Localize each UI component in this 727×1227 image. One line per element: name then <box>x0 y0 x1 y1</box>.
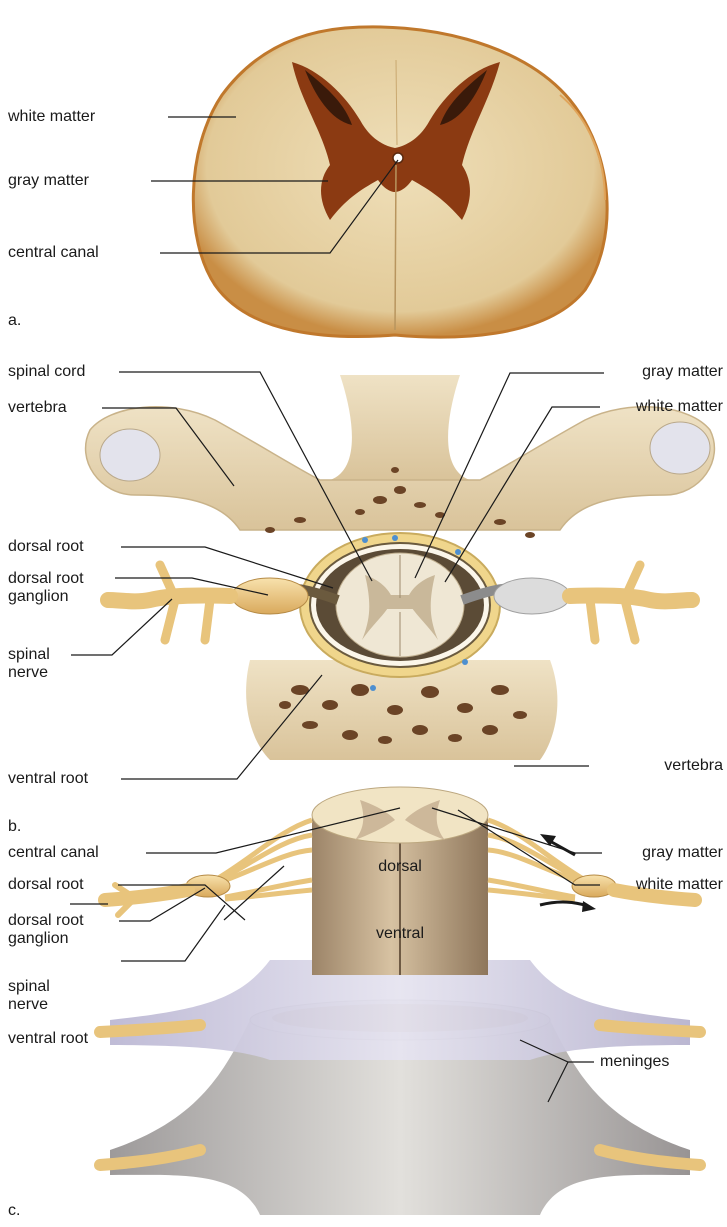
label-white-matter-b: white matter <box>636 398 723 416</box>
panel-b-vertebra <box>86 375 715 760</box>
label-dorsal-root-ganglion-b: dorsal root ganglion <box>8 570 84 606</box>
label-spinal-cord-b: spinal cord <box>8 363 85 381</box>
central-canal-photo <box>393 153 403 163</box>
label-vertebra-top-b: vertebra <box>8 399 67 417</box>
label-gray-matter-b: gray matter <box>642 363 723 381</box>
label-spinal-nerve-c: spinal nerve <box>8 978 50 1014</box>
panel-c-cord <box>100 787 700 1215</box>
panel-a-section <box>193 27 607 337</box>
label-ventral-root-b: ventral root <box>8 770 88 788</box>
label-central-canal-c: central canal <box>8 844 99 862</box>
label-gray-matter-c: gray matter <box>642 844 723 862</box>
panel-letter-a: a. <box>8 312 21 330</box>
label-ventral-root-c: ventral root <box>8 1030 88 1048</box>
label-vertebra-bottom-b: vertebra <box>664 757 723 775</box>
label-ventral-c: ventral <box>355 925 445 943</box>
label-dorsal-root-ganglion-c: dorsal root ganglion <box>8 912 84 948</box>
label-white-matter-a: white matter <box>8 108 95 126</box>
label-white-matter-c: white matter <box>636 876 723 894</box>
label-dorsal-root-b: dorsal root <box>8 538 84 556</box>
panel-letter-c: c. <box>8 1202 20 1220</box>
label-meninges-c: meninges <box>600 1053 669 1071</box>
label-gray-matter-a: gray matter <box>8 172 89 190</box>
label-dorsal-root-c: dorsal root <box>8 876 84 894</box>
panel-letter-b: b. <box>8 818 21 836</box>
label-dorsal-c: dorsal <box>360 858 440 876</box>
label-central-canal-a: central canal <box>8 244 99 262</box>
label-spinal-nerve-b: spinal nerve <box>8 646 50 682</box>
